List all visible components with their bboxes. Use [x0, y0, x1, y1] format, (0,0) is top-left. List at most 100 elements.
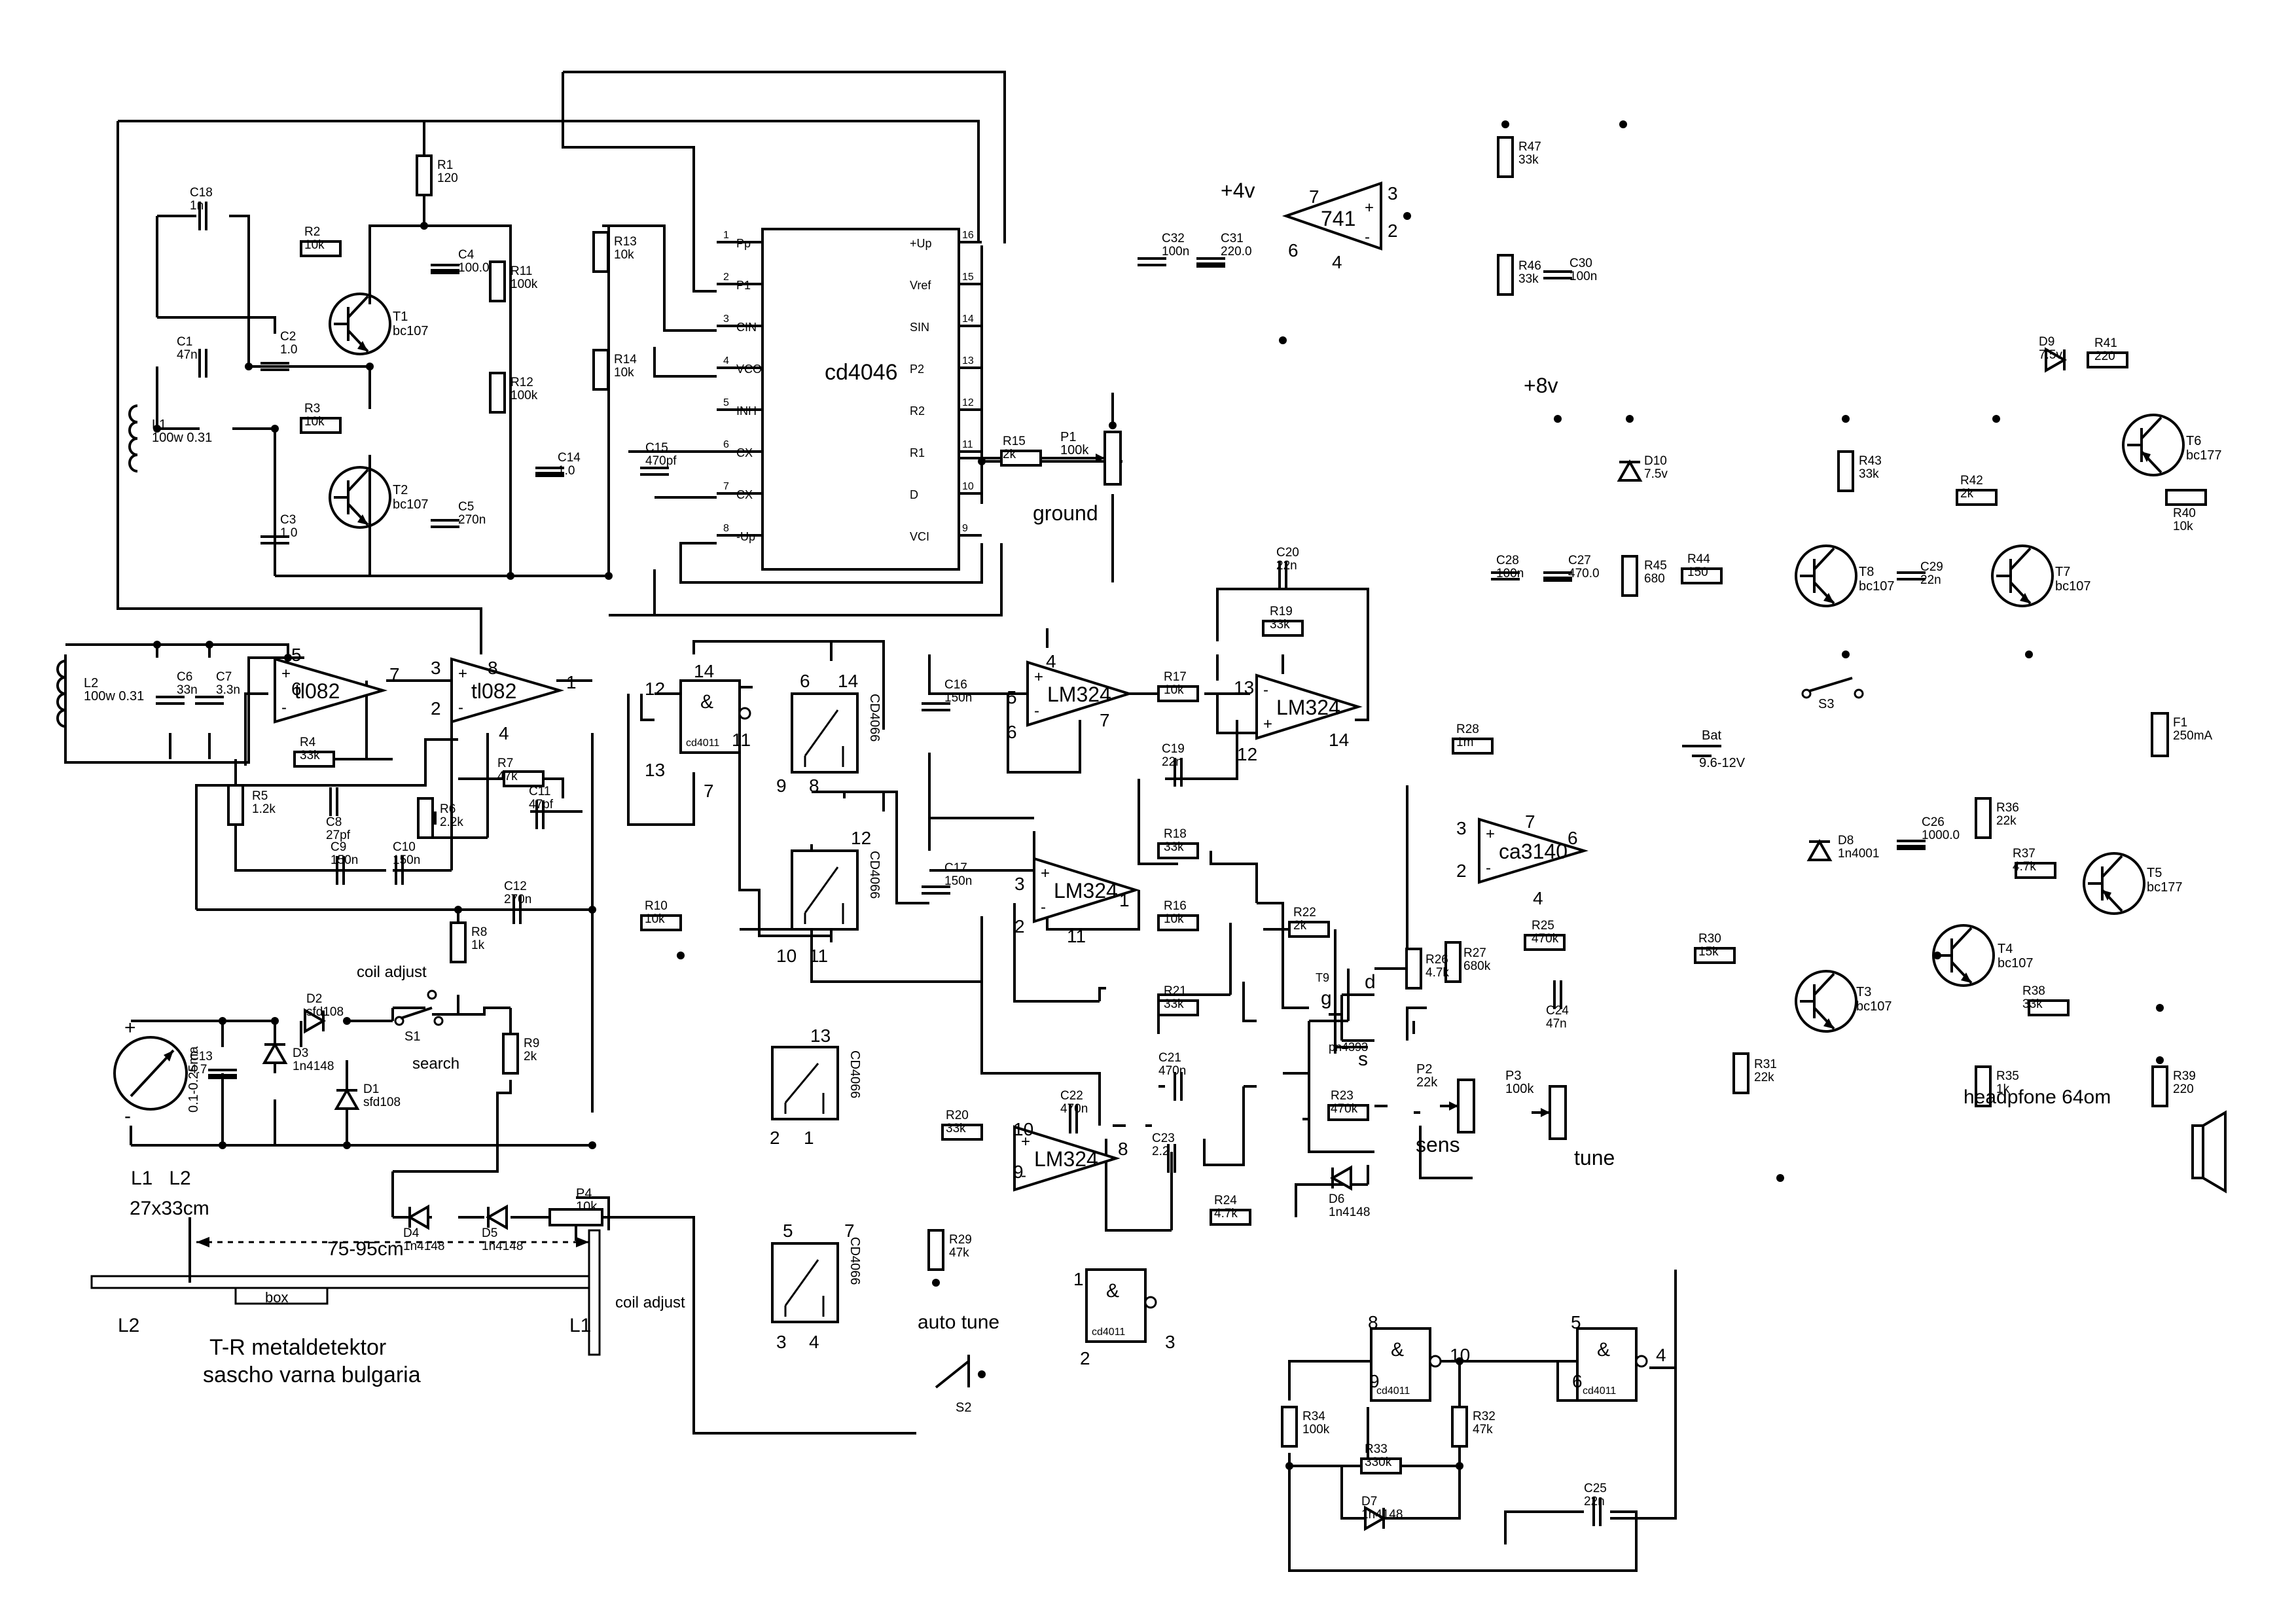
meter-plus: +	[124, 1017, 136, 1039]
label-c14: C14	[558, 451, 581, 465]
label-r46: R46	[1518, 259, 1541, 273]
value-r27: 680k	[1463, 959, 1491, 973]
junction-dot	[1842, 415, 1850, 423]
switch-blade	[1808, 677, 1853, 692]
coil-boom	[90, 1275, 597, 1289]
coil-label: L1 L2	[131, 1168, 191, 1189]
fet-pin-d: d	[1365, 971, 1376, 993]
value-d7: 1n4148	[1361, 1508, 1403, 1522]
resistor-body	[416, 154, 433, 196]
wire	[496, 1080, 512, 1113]
nand-pin-number: 1	[1073, 1269, 1084, 1289]
switch-blade	[804, 866, 839, 914]
potentiometer-p1	[1086, 431, 1122, 486]
capacitor-c29	[1897, 571, 1926, 580]
diode-d2	[304, 1008, 327, 1034]
label-r12: R12	[511, 376, 533, 389]
switch-s2	[935, 1355, 970, 1389]
label-c26: C26	[1922, 815, 1945, 829]
wire	[596, 1216, 916, 1435]
switch-pin-number: 4	[809, 1332, 819, 1352]
switch-contact	[427, 990, 437, 1000]
switch-s3	[1801, 677, 1864, 699]
value-c1: 47n	[177, 348, 198, 362]
wire	[1556, 1361, 1577, 1402]
label-c11: C11	[529, 785, 550, 798]
wire	[640, 694, 655, 721]
resistor-body	[1281, 1406, 1298, 1448]
capacitor-c14	[535, 467, 564, 477]
resistor-body	[1497, 136, 1514, 178]
value-r46: 33k	[1518, 272, 1539, 286]
resistor-body	[1451, 1406, 1468, 1448]
label-t6: T6	[2186, 434, 2201, 448]
label-d6: D6	[1329, 1192, 1344, 1206]
label-r39: R39	[2173, 1069, 2196, 1083]
label-c19: C19	[1162, 742, 1185, 756]
rail-8v: +8v	[1524, 374, 1558, 397]
transistor-collector	[1813, 972, 1835, 996]
junction-dot	[245, 363, 253, 370]
ic-pin-number: 4	[723, 355, 729, 366]
label-c20: C20	[1276, 546, 1299, 560]
value-r9: 2k	[524, 1050, 537, 1063]
junction-dot	[219, 1141, 226, 1149]
ic-pin-name: VCI	[910, 530, 929, 543]
resistor-r15	[1000, 450, 1042, 467]
component-labels: R1120R210kR310kR11100kR12100kC181nC147nC…	[84, 140, 2222, 1522]
resistor-r34	[1281, 1406, 1298, 1448]
junction-dot	[1619, 120, 1627, 128]
ic-name: cd4046	[825, 360, 898, 385]
wire	[1203, 1086, 1245, 1166]
value-r30: 15k	[1698, 945, 1719, 959]
label-d8: D8	[1838, 834, 1854, 847]
value-f1: 250mA	[2173, 729, 2213, 743]
wire	[1138, 779, 1178, 865]
resistor-r2	[300, 240, 342, 257]
label-c12: C12	[504, 880, 527, 893]
opamp-pin-number: 4	[1046, 651, 1056, 671]
resistor-r18	[1157, 842, 1199, 859]
value-t6: bc177	[2186, 448, 2222, 463]
search-label: search	[412, 1055, 459, 1073]
label-r3: R3	[304, 402, 320, 416]
ic-pin-name: VCO	[736, 363, 762, 376]
value-r19: 33k	[1270, 618, 1290, 632]
switch-pin-number: 10	[776, 946, 797, 966]
value-c12: 270n	[504, 893, 531, 906]
ic-pin-number: 5	[723, 397, 729, 408]
opamp-pin-number: 5	[291, 645, 302, 665]
transistor-collector	[2009, 547, 2032, 571]
value-c8: 27pf	[326, 829, 351, 842]
nand-part-name: cd4011	[686, 738, 719, 749]
opamp-sign: -	[281, 699, 287, 717]
nand-symbol: &	[1597, 1339, 1610, 1361]
capacitor-c18	[198, 202, 207, 230]
value-c14: 1.0	[558, 464, 575, 478]
potentiometer-p3	[1532, 1085, 1567, 1140]
resistor-body	[1956, 489, 1998, 506]
capacitor-c1	[198, 349, 207, 378]
fuse-body	[2151, 712, 2169, 757]
opamp-sign: -	[458, 699, 463, 717]
junction-dot	[1842, 651, 1850, 658]
nand-pin-number: 9	[1369, 1371, 1380, 1391]
value-p4: 10k	[576, 1200, 598, 1214]
s3-label: S3	[1818, 697, 1834, 711]
wire	[1105, 1139, 1172, 1232]
junction-dot	[1456, 1357, 1463, 1365]
junction-dot	[271, 1017, 279, 1025]
wire	[1334, 929, 1368, 1048]
label-c6: C6	[177, 670, 192, 684]
capacitor-plate-neg	[1196, 262, 1225, 268]
ic-pin-name: P2	[910, 363, 924, 376]
opamp-sign: +	[1041, 865, 1050, 882]
switch-pin-number: 14	[838, 671, 858, 691]
label-r26: R26	[1426, 953, 1448, 967]
value-t8: bc107	[1859, 579, 1895, 594]
value-c4: 100.0	[458, 261, 490, 275]
capacitor-c2	[260, 362, 289, 371]
coil-adjust-switch-label: coil adjust	[357, 963, 427, 981]
